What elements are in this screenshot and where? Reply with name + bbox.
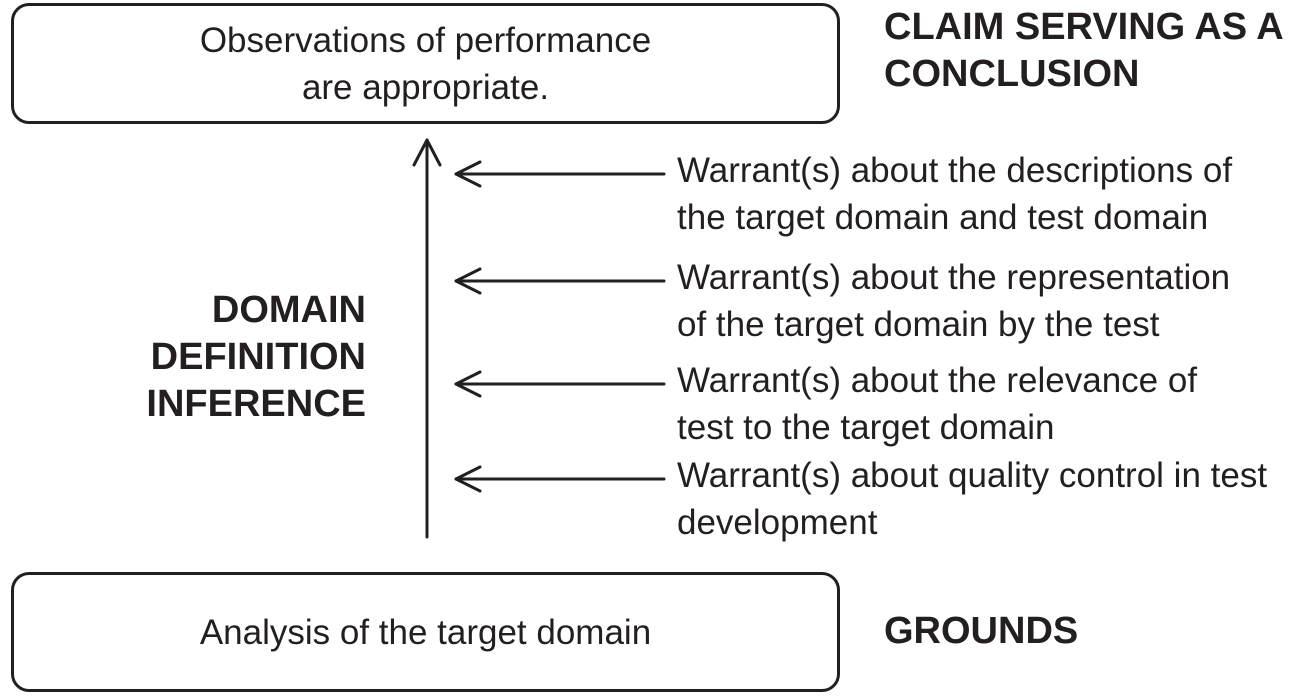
- claim-conclusion-label: CLAIM SERVING AS A CONCLUSION: [884, 6, 1284, 95]
- claim-box-text: Observations of performance are appropri…: [199, 20, 652, 107]
- claim-box: Observations of performance are appropri…: [11, 3, 840, 124]
- warrant-text-relevance: Warrant(s) about the relevance of test t…: [677, 361, 1198, 447]
- grounds-box-text: Analysis of the target domain: [199, 612, 652, 652]
- inference-arrow: [412, 138, 442, 539]
- warrant-arrow-4: [454, 465, 666, 493]
- warrant-arrow-3: [454, 370, 666, 398]
- warrant-arrow-1: [454, 160, 666, 188]
- warrant-text-quality-control: Warrant(s) about quality control in test…: [677, 456, 1268, 542]
- domain-definition-inference-label: DOMAIN DEFINITION INFERENCE: [146, 289, 366, 425]
- warrant-text-descriptions: Warrant(s) about the descriptions of the…: [677, 151, 1233, 237]
- warrant-arrow-2: [454, 267, 666, 295]
- grounds-label: GROUNDS: [884, 610, 1079, 652]
- warrant-text-representation: Warrant(s) about the representation of t…: [677, 258, 1231, 344]
- grounds-box: Analysis of the target domain: [11, 572, 840, 692]
